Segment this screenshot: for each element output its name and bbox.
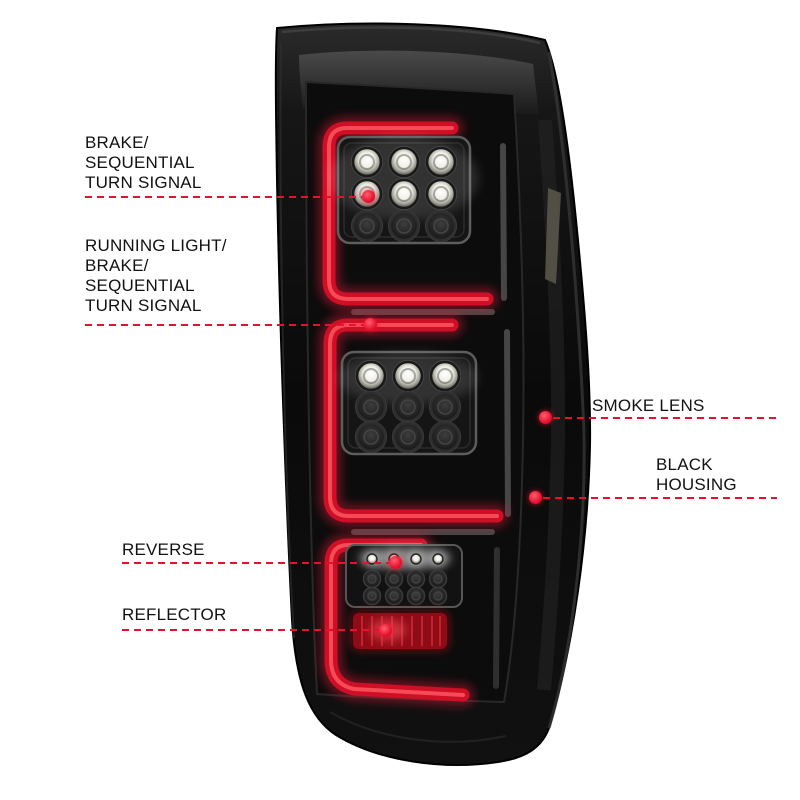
callout-dot <box>529 491 542 504</box>
callout-line <box>85 324 364 326</box>
callout-label: SMOKE LENS <box>592 396 705 415</box>
bezel-lines <box>351 143 511 689</box>
callout-label: RUNNING LIGHT/ BRAKE/ SEQUENTIAL TURN SI… <box>85 236 227 315</box>
led-cluster-middle <box>338 350 478 456</box>
callout-label: REFLECTOR <box>122 605 227 624</box>
callout-line <box>543 497 777 499</box>
light-bar-top <box>318 117 498 310</box>
callout-dot <box>539 411 552 424</box>
callout-dot <box>364 318 377 331</box>
callout-line <box>553 417 777 419</box>
callout-label: BLACK HOUSING <box>656 455 737 494</box>
led-cluster-top <box>329 135 479 245</box>
light-bar-bottom <box>320 534 474 706</box>
side-marker <box>545 188 561 284</box>
callout-line <box>122 562 389 564</box>
callout-label: REVERSE <box>122 540 205 559</box>
reflector-element <box>351 611 449 651</box>
callout-line <box>122 629 379 631</box>
light-bar-middle <box>319 314 508 527</box>
callout-line <box>85 196 362 198</box>
callout-dot <box>362 190 375 203</box>
callout-dot <box>389 556 402 569</box>
reverse-light <box>345 544 463 608</box>
callout-label: BRAKE/ SEQUENTIAL TURN SIGNAL <box>85 133 202 192</box>
callout-dot <box>379 624 392 637</box>
